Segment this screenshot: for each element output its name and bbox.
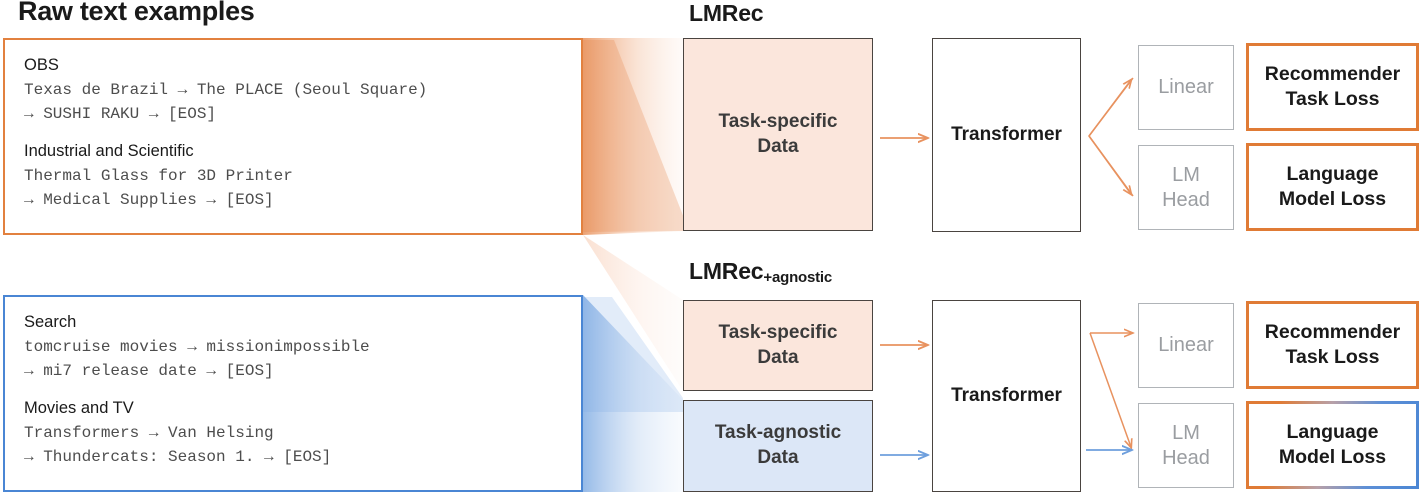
lmrec-transformer-box: Transformer <box>932 38 1081 232</box>
example-sequence-line: → Medical Supplies → [EOS] <box>24 190 274 209</box>
spacer <box>24 126 581 140</box>
lmrec-subscript-label: +agnostic <box>763 269 833 286</box>
lmrec-base-label: LMRec <box>689 258 764 284</box>
lmrec-agnostic-transformer-box: Transformer <box>932 300 1081 492</box>
blue-funnel-band <box>583 297 683 412</box>
example-sequence-line: Thermal Glass for 3D Printer <box>24 166 293 185</box>
example-sequence-line: tomcruise movies → missionimpossible <box>24 337 370 356</box>
page-title-raw-text: Raw text examples <box>18 0 255 26</box>
example-sequence-line: → Thundercats: Season 1. → [EOS] <box>24 447 332 466</box>
page-title-lmrec: LMRec <box>689 0 764 26</box>
orange-funnel-band <box>583 40 684 232</box>
example-title: OBS <box>24 56 59 74</box>
example-sequence-line: → mi7 release date → [EOS] <box>24 361 274 380</box>
orange-funnel-upper <box>583 38 683 235</box>
example-title: Search <box>24 313 77 331</box>
example-sequence-line: → SUSHI RAKU → [EOS] <box>24 104 217 123</box>
lmrec-agnostic-linear-head-box: Linear <box>1138 303 1234 388</box>
example-sequence-line: Transformers → Van Helsing <box>24 423 274 442</box>
spacer <box>24 383 581 397</box>
raw-text-panel-blue: Search tomcruise movies → missionimpossi… <box>3 295 583 492</box>
lmrec-linear-head-box: Linear <box>1138 45 1234 130</box>
orange-funnel-lower <box>583 235 683 391</box>
example-title: Industrial and Scientific <box>24 141 194 160</box>
example-sequence-line: Texas de Brazil → The PLACE (Seoul Squar… <box>24 80 428 99</box>
example-title: Movies and TV <box>24 398 134 417</box>
blue-funnel <box>583 295 683 492</box>
page-title-lmrec-agnostic: LMRec+agnostic <box>689 258 833 286</box>
raw-text-panel-orange: OBS Texas de Brazil → The PLACE (Seoul S… <box>3 38 583 235</box>
